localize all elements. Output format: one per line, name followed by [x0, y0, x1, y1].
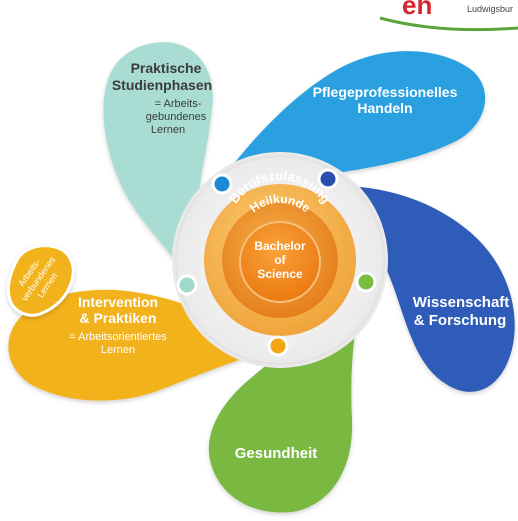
intervention-title-2: & Praktiken [79, 310, 156, 326]
praktische-title-1: Praktische [131, 60, 202, 76]
praktische-sub-1: = Arbeits- [155, 98, 202, 110]
intervention-sub-1: = Arbeitsorientiertes [69, 331, 167, 343]
logo-city: Ludwigsbur [467, 4, 513, 14]
center-emblem [172, 152, 388, 368]
wissenschaft-title-1: Wissenschaft [413, 294, 510, 311]
core-line-3: Science [257, 267, 303, 281]
side-bubble [6, 244, 75, 317]
logo: eh Ludwigsbur [379, 0, 518, 32]
core-line-1: Bachelor [254, 239, 306, 253]
praktische-sub-3: Lernen [151, 124, 185, 136]
core-circle [239, 221, 321, 303]
pflege-title-1: Pflegeprofessionelles [313, 84, 458, 100]
praktische-sub-2: gebundenes [146, 111, 207, 123]
dot-light-blue [211, 173, 233, 195]
gesundheit-title: Gesundheit [235, 445, 318, 462]
petal-pflegeprofessionelles-handeln [232, 51, 486, 176]
dot-mint [176, 274, 198, 296]
logo-swoosh [379, 16, 518, 32]
dot-orange [267, 335, 289, 357]
dot-dark-blue [317, 168, 339, 190]
pflege-title-2: Handeln [357, 100, 412, 116]
wissenschaft-title-2: & Forschung [414, 312, 507, 329]
outer-ring-border [175, 155, 385, 365]
praktische-title-2: Studienphasen [112, 77, 212, 93]
intervention-sub-2: Lernen [101, 344, 135, 356]
logo-mark: eh [402, 0, 432, 20]
intervention-title-1: Intervention [78, 294, 158, 310]
core-line-2: of [274, 253, 286, 267]
dot-green [355, 271, 377, 293]
